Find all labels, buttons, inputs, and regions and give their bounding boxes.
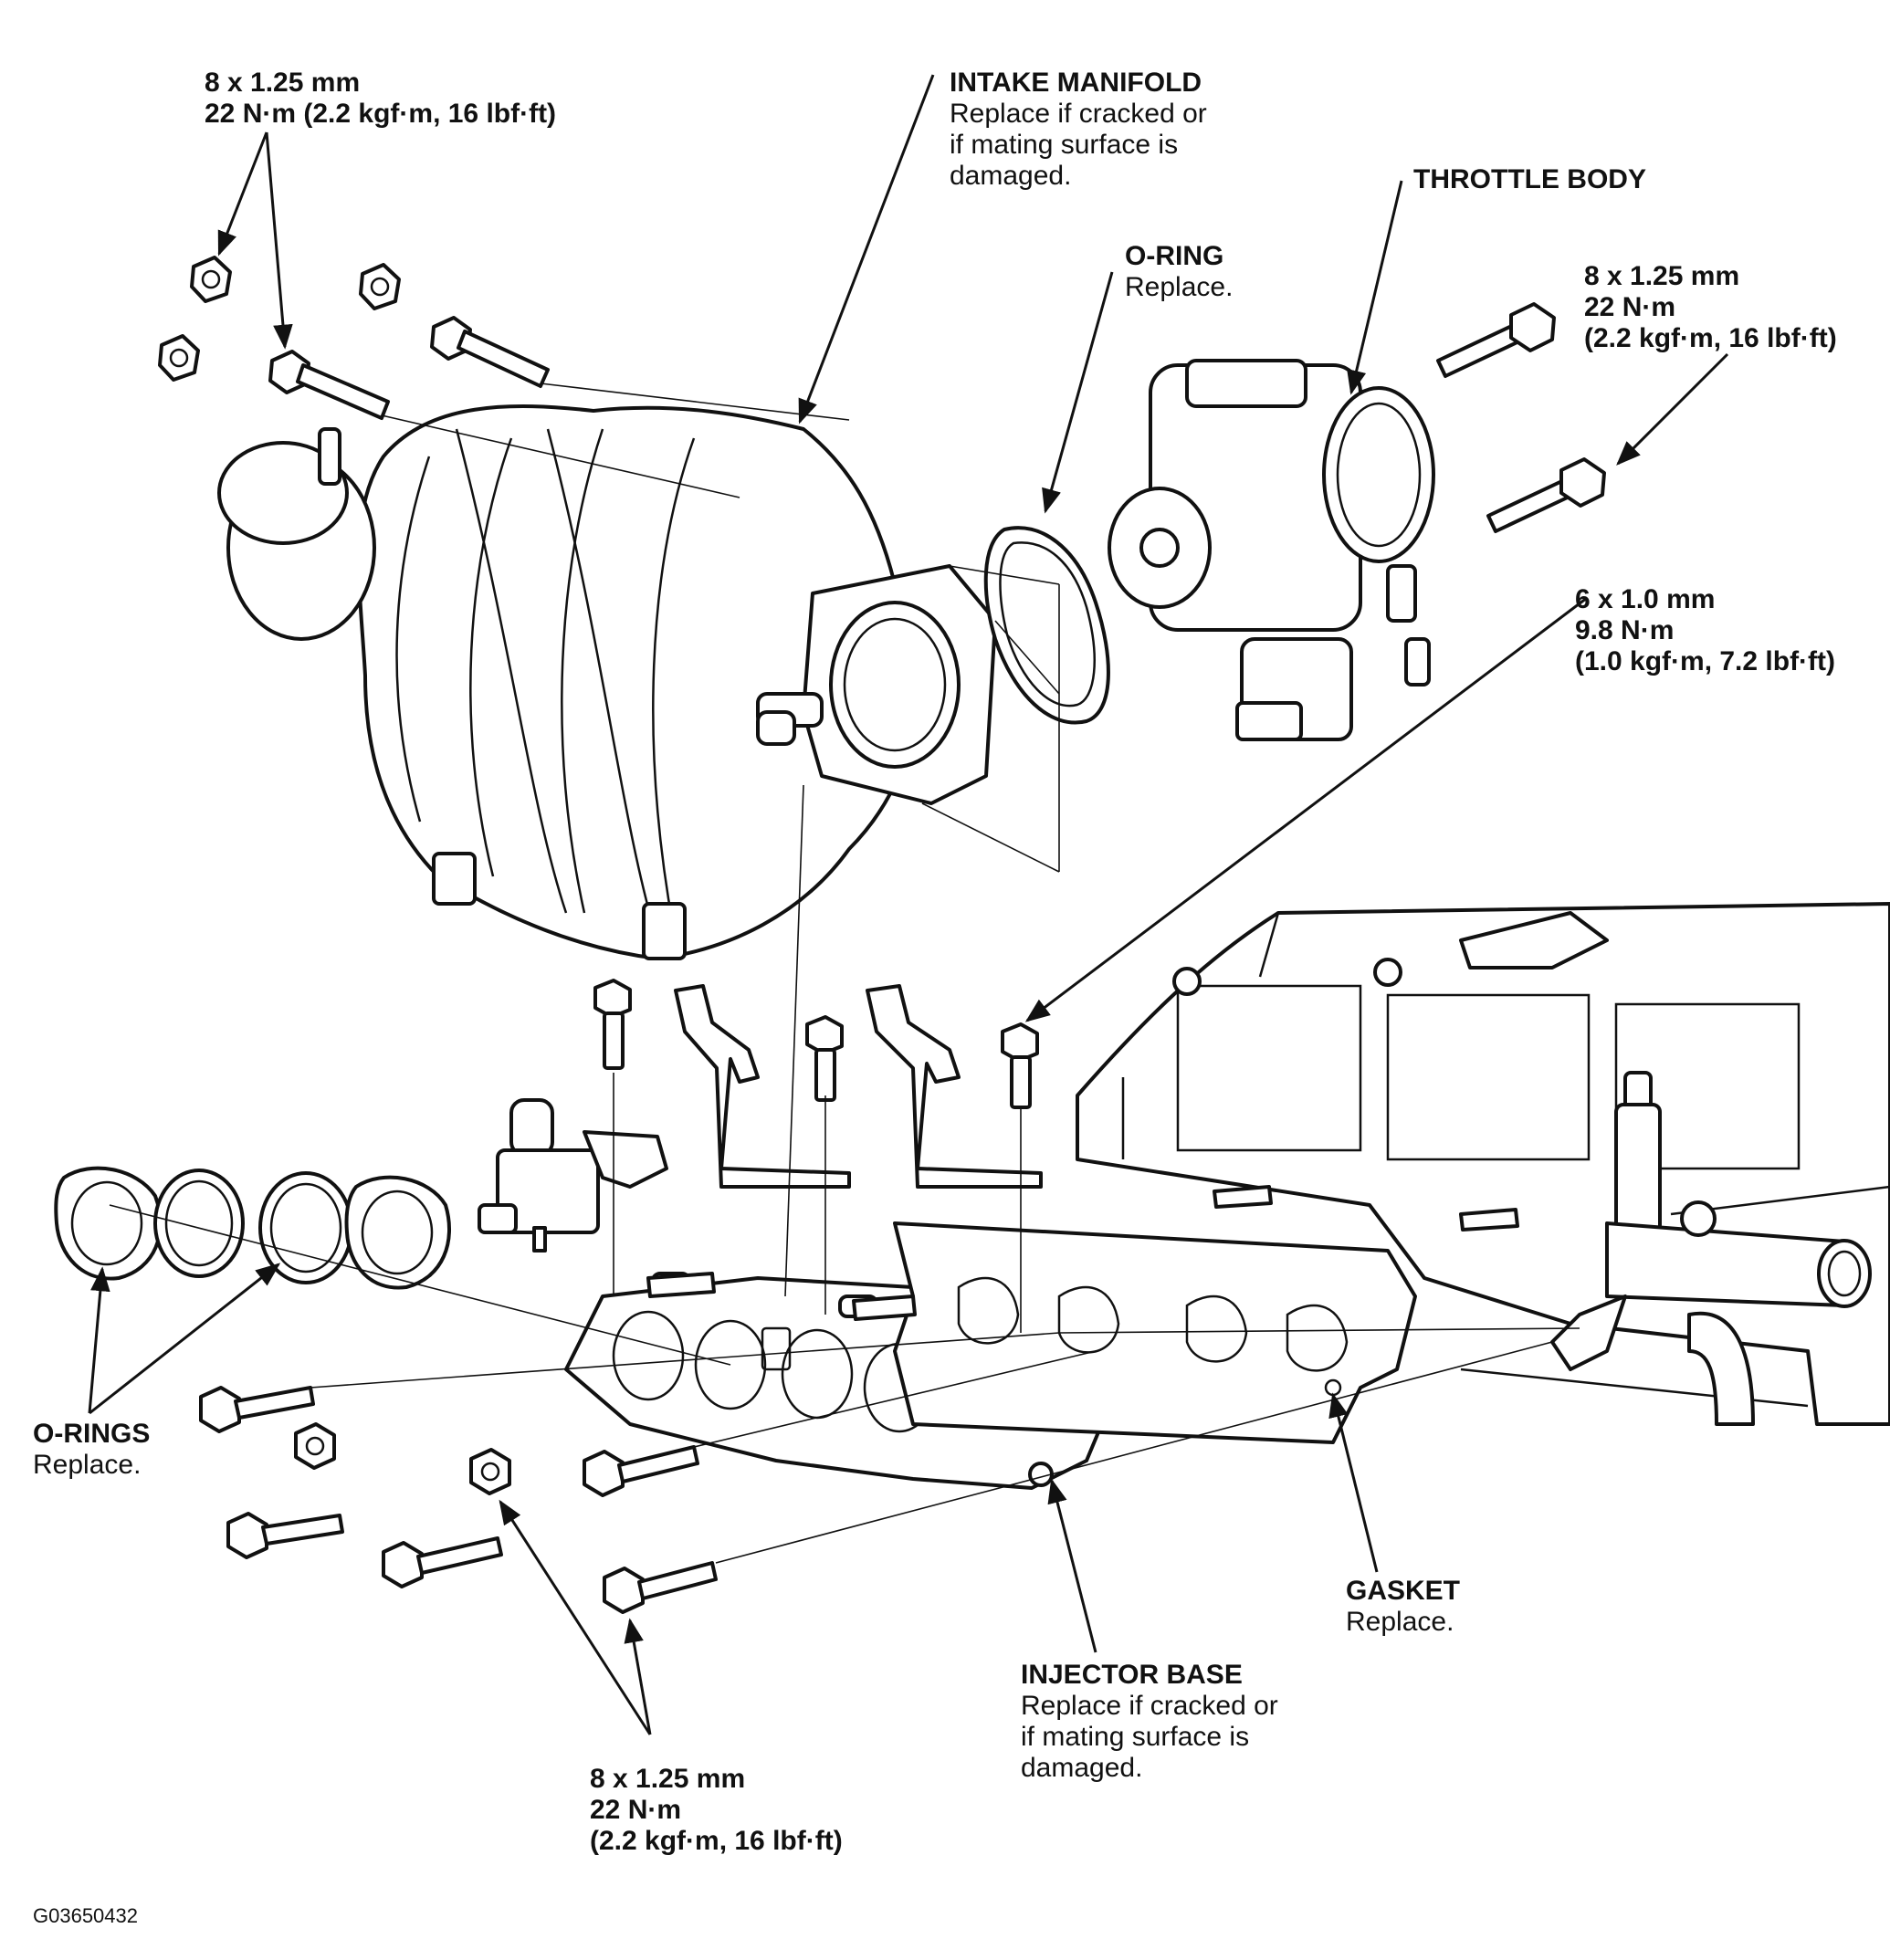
solenoid-valve (478, 1098, 668, 1253)
nut-bottom-1 (294, 1422, 336, 1470)
label-bolts-top-right: 8 x 1.25 mm 22 N·m (2.2 kgf·m, 16 lbf·ft… (1584, 261, 1837, 354)
o-rings-note: Replace. (33, 1450, 142, 1480)
bolts-bottom-size: 8 x 1.25 mm (590, 1764, 746, 1794)
bolt-throttle-1 (1436, 302, 1556, 378)
bolts-top-right-torque: 22 N·m (1584, 292, 1676, 322)
nut-top-3 (359, 263, 401, 310)
studs (646, 1185, 1519, 1321)
nut-top-2 (158, 334, 200, 382)
bolt-bottom-5 (603, 1561, 718, 1614)
bracket-bolt-1 (593, 979, 632, 1070)
bolts-bracket-torque-alt: (1.0 kgf·m, 7.2 lbf·ft) (1575, 646, 1836, 676)
injector-base-note-1: Replace if cracked or (1021, 1691, 1278, 1721)
label-injector-base: INJECTOR BASE Replace if cracked or if m… (1021, 1660, 1278, 1784)
injector-base-note-3: damaged. (1021, 1753, 1143, 1783)
intake-gasket (893, 1221, 1417, 1444)
bolt-top-2 (430, 316, 550, 388)
intake-manifold-title: INTAKE MANIFOLD (950, 68, 1202, 98)
bracket-bolt-2 (805, 1015, 844, 1102)
label-bolts-top-left: 8 x 1.25 mm 22 N·m (2.2 kgf·m, 16 lbf·ft… (205, 68, 556, 130)
label-o-ring: O-RING Replace. (1125, 241, 1233, 303)
bolt-throttle-2 (1486, 457, 1606, 533)
label-gasket: GASKET Replace. (1346, 1576, 1460, 1638)
label-o-rings: O-RINGS Replace. (33, 1419, 150, 1481)
label-throttle-body: THROTTLE BODY (1413, 164, 1646, 195)
gasket-title: GASKET (1346, 1576, 1461, 1606)
o-ring-2 (153, 1169, 245, 1278)
assembly-guide-lines (109, 383, 1580, 1564)
throttle-body-o-ring (983, 526, 1110, 725)
bolts-bottom-torque: 22 N·m (590, 1795, 682, 1825)
bolt-bottom-1 (199, 1386, 315, 1433)
label-bolts-bottom: 8 x 1.25 mm 22 N·m (2.2 kgf·m, 16 lbf·ft… (590, 1764, 843, 1857)
nut-bottom-2 (469, 1448, 511, 1495)
injector-base-title: INJECTOR BASE (1021, 1660, 1243, 1690)
throttle-body (1108, 359, 1435, 741)
intake-manifold (217, 404, 997, 960)
bolts-top-left-torque: 22 N·m (2.2 kgf·m, 16 lbf·ft) (205, 99, 557, 129)
bolts-top-left-size: 8 x 1.25 mm (205, 68, 361, 98)
bolt-bottom-4 (583, 1445, 699, 1497)
label-bolts-bracket: 6 x 1.0 mm 9.8 N·m (1.0 kgf·m, 7.2 lbf·f… (1575, 584, 1835, 677)
intake-manifold-note-2: if mating surface is (950, 130, 1179, 160)
bracket-bolt-3 (1001, 1022, 1039, 1109)
o-ring-3 (258, 1171, 353, 1284)
o-ring-title: O-RING (1125, 241, 1224, 271)
water-outlet (1550, 1071, 1872, 1426)
bolt-bottom-2 (226, 1512, 344, 1559)
bolt-bottom-3 (382, 1536, 503, 1588)
bolts-bracket-torque: 9.8 N·m (1575, 615, 1675, 645)
top-right-bolts (1436, 302, 1606, 533)
intake-manifold-note-1: Replace if cracked or (950, 99, 1207, 129)
bolt-top-1 (268, 350, 390, 420)
figure-id: G03650432 (33, 1904, 138, 1927)
o-ring-4 (344, 1175, 451, 1290)
bolts-bracket-size: 6 x 1.0 mm (1575, 584, 1716, 614)
label-intake-manifold: INTAKE MANIFOLD Replace if cracked or if… (950, 68, 1207, 192)
top-left-fasteners (158, 256, 550, 420)
bolts-top-right-torque-alt: (2.2 kgf·m, 16 lbf·ft) (1584, 323, 1837, 353)
throttle-body-title: THROTTLE BODY (1413, 164, 1646, 194)
intake-manifold-note-3: damaged. (950, 161, 1072, 191)
bolts-bottom-torque-alt: (2.2 kgf·m, 16 lbf·ft) (590, 1826, 843, 1856)
gasket-note: Replace. (1346, 1607, 1454, 1637)
bottom-fasteners (199, 1386, 718, 1614)
leader-lines (88, 74, 1729, 1735)
o-ring-note: Replace. (1125, 272, 1234, 302)
bolts-top-right-size: 8 x 1.25 mm (1584, 261, 1740, 291)
injector-base-note-2: if mating surface is (1021, 1722, 1250, 1752)
bracket-bolts (593, 979, 1039, 1109)
nut-top-1 (190, 256, 232, 303)
injector-o-rings (54, 1166, 451, 1290)
brackets (674, 984, 1043, 1189)
o-rings-title: O-RINGS (33, 1419, 151, 1449)
o-ring-1 (54, 1166, 163, 1281)
